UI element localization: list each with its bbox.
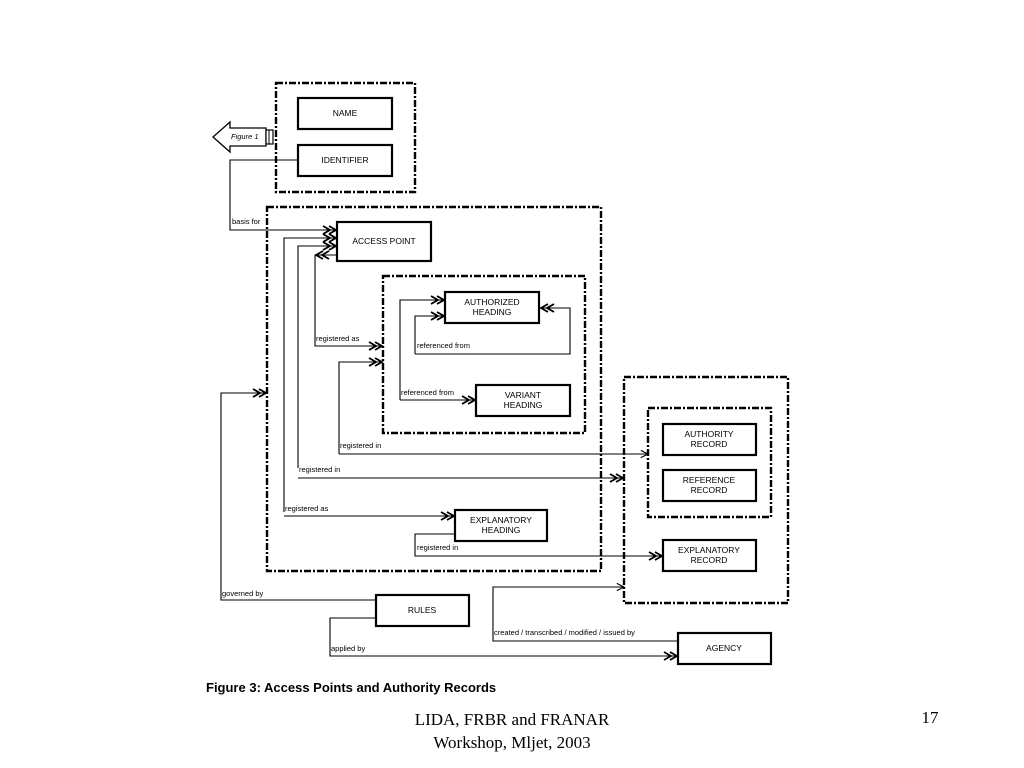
- box-explanatory-heading: EXPLANATORY HEADING: [453, 508, 549, 543]
- figure-1-label: Figure 1: [231, 132, 259, 141]
- svg-text:REFERENCE: REFERENCE: [683, 475, 736, 485]
- edge-created-by: [492, 587, 678, 642]
- box-variant-heading: VARIANT HEADING: [474, 383, 572, 418]
- footer-line-2: Workshop, Mljet, 2003: [433, 733, 591, 752]
- svg-text:AUTHORIZED: AUTHORIZED: [464, 297, 519, 307]
- svg-text:HEADING: HEADING: [482, 525, 521, 535]
- svg-text:RECORD: RECORD: [691, 555, 728, 565]
- box-reference-record: REFERENCE RECORD: [661, 468, 758, 503]
- label-applied-by: applied by: [331, 644, 365, 653]
- page-number: 17: [921, 708, 939, 727]
- box-rules: RULES: [374, 593, 471, 628]
- label-registered-as-2: registered as: [285, 504, 329, 513]
- edge-applied-by: [329, 617, 679, 661]
- svg-text:HEADING: HEADING: [473, 307, 512, 317]
- label-registered-in-1: registered in: [340, 441, 381, 450]
- edge-access-to-access-1: [283, 233, 338, 512]
- slide-footer: LIDA, FRBR and FRANAR Workshop, Mljet, 2…: [372, 708, 652, 754]
- label-registered-in-3: registered in: [417, 543, 458, 552]
- box-agency: AGENCY: [676, 631, 773, 666]
- svg-text:VARIANT: VARIANT: [505, 390, 541, 400]
- label-registered-as-1: registered as: [316, 334, 360, 343]
- edge-registered-in-3: [414, 533, 664, 561]
- edge-labels: basis for registered as referenced from …: [222, 217, 635, 653]
- label-registered-in-2: registered in: [299, 465, 340, 474]
- edge-referenced-from-1: [415, 303, 571, 355]
- svg-text:RECORD: RECORD: [691, 485, 728, 495]
- svg-text:ACCESS POINT: ACCESS POINT: [352, 236, 415, 246]
- box-identifier: IDENTIFIER: [296, 143, 394, 178]
- svg-text:EXPLANATORY: EXPLANATORY: [678, 545, 740, 555]
- box-access-point: ACCESS POINT: [335, 220, 433, 263]
- svg-text:IDENTIFIER: IDENTIFIER: [321, 155, 368, 165]
- edge-governed-by: [220, 388, 376, 601]
- edge-access-to-access-2: [297, 241, 338, 468]
- heading-group: [381, 274, 587, 435]
- svg-text:HEADING: HEADING: [504, 400, 543, 410]
- figure-caption: Figure 3: Access Points and Authority Re…: [206, 680, 497, 695]
- record-types-group: [646, 406, 773, 519]
- footer-line-1: LIDA, FRBR and FRANAR: [414, 710, 610, 729]
- edge-basis-for: [229, 159, 338, 235]
- svg-text:EXPLANATORY: EXPLANATORY: [470, 515, 532, 525]
- figure-1-reference: Figure 1: [212, 120, 274, 154]
- label-referenced-from-2: referenced from: [401, 388, 454, 397]
- svg-text:AGENCY: AGENCY: [706, 643, 742, 653]
- svg-text:RULES: RULES: [408, 605, 437, 615]
- box-authority-record: AUTHORITY RECORD: [661, 422, 758, 457]
- box-authorized-heading: AUTHORIZED HEADING: [443, 290, 541, 325]
- edge-registered-as-1: [314, 255, 384, 351]
- box-name: NAME: [296, 96, 394, 131]
- records-group: [622, 375, 790, 605]
- label-basis-for: basis for: [232, 217, 261, 226]
- svg-text:RECORD: RECORD: [691, 439, 728, 449]
- name-identifier-group: [274, 81, 417, 194]
- edge-referenced-from-1-up: [414, 311, 446, 354]
- connectors: [220, 159, 679, 661]
- label-referenced-from-1: referenced from: [417, 341, 470, 350]
- edge-to-heading-group: [338, 357, 384, 454]
- edge-referenced-from-2: [399, 295, 446, 400]
- svg-text:NAME: NAME: [333, 108, 358, 118]
- label-created-by: created / transcribed / modified / issue…: [494, 628, 635, 637]
- label-governed-by: governed by: [222, 589, 264, 598]
- svg-text:AUTHORITY: AUTHORITY: [684, 429, 733, 439]
- box-explanatory-record: EXPLANATORY RECORD: [661, 538, 758, 573]
